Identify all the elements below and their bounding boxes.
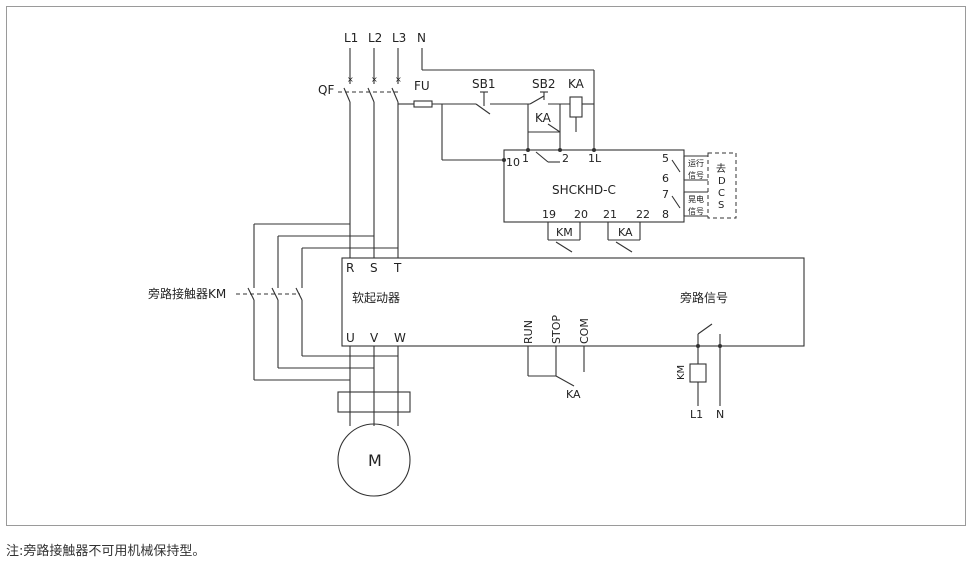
terminal-21: 21 [603, 208, 617, 221]
fault-signal-2: 信号 [688, 206, 704, 216]
dcs-1: 去 [716, 163, 726, 175]
stop-terminal: STOP [550, 315, 563, 344]
svg-text:×: × [395, 75, 402, 84]
dcs-4: S [718, 200, 724, 211]
label-qf: QF [318, 83, 334, 97]
output-v: V [370, 331, 379, 345]
label-ka-coil: KA [568, 77, 585, 91]
km-coil-label: KM [676, 365, 687, 380]
input-r: R [346, 261, 354, 275]
motor-label: M [368, 451, 382, 470]
svg-text:×: × [347, 75, 354, 84]
terminal-6: 6 [662, 172, 669, 185]
terminal-10: 10 [506, 156, 520, 169]
terminal-22: 22 [636, 208, 650, 221]
label-fu: FU [414, 79, 430, 93]
motor [337, 423, 411, 497]
terminal-20: 20 [574, 208, 588, 221]
terminal-8: 8 [662, 208, 669, 221]
ka-run-label: KA [566, 388, 581, 401]
output-w: W [394, 331, 406, 345]
input-s: S [370, 261, 378, 275]
wiring-diagram: L1 L2 L3 N × × × QF FU SB1 SB2 KA KA [148, 31, 805, 497]
label-ka-contact: KA [535, 111, 552, 125]
terminal-5: 5 [662, 152, 669, 165]
run-terminal: RUN [522, 320, 535, 344]
soft-starter-box [341, 257, 805, 347]
terminal-19: 19 [542, 208, 556, 221]
bypass-n: N [716, 408, 724, 421]
label-l3: L3 [392, 31, 406, 45]
bypass-contactor-label: 旁路接触器KM [148, 286, 226, 301]
label-l1: L1 [344, 31, 358, 45]
terminal-2: 2 [562, 152, 569, 165]
terminal-1: 1 [522, 152, 529, 165]
run-signal-1: 运行 [688, 158, 704, 168]
footnote: 注:旁路接触器不可用机械保持型。 [6, 544, 206, 559]
bypass-l1: L1 [690, 408, 703, 421]
fault-signal-1: 晃电 [688, 194, 704, 204]
dcs-2: D [718, 176, 726, 187]
label-l2: L2 [368, 31, 382, 45]
controller-box [503, 149, 685, 223]
output-u: U [346, 331, 355, 345]
terminal-1l: 1L [588, 152, 602, 165]
soft-starter-title: 软起动器 [352, 291, 400, 305]
km-contact-label: KM [556, 226, 573, 239]
ka-contact-label: KA [618, 226, 633, 239]
com-terminal: COM [578, 318, 591, 344]
terminal-7: 7 [662, 188, 669, 201]
controller-model: SHCKHD-C [552, 183, 616, 197]
svg-text:×: × [371, 75, 378, 84]
run-signal-2: 信号 [688, 170, 704, 180]
diagram-frame [6, 6, 966, 526]
label-sb2: SB2 [532, 77, 555, 91]
label-n: N [417, 31, 426, 45]
dcs-3: C [718, 188, 725, 199]
bypass-signal-label: 旁路信号 [680, 290, 728, 305]
label-sb1: SB1 [472, 77, 495, 91]
input-t: T [393, 261, 402, 275]
